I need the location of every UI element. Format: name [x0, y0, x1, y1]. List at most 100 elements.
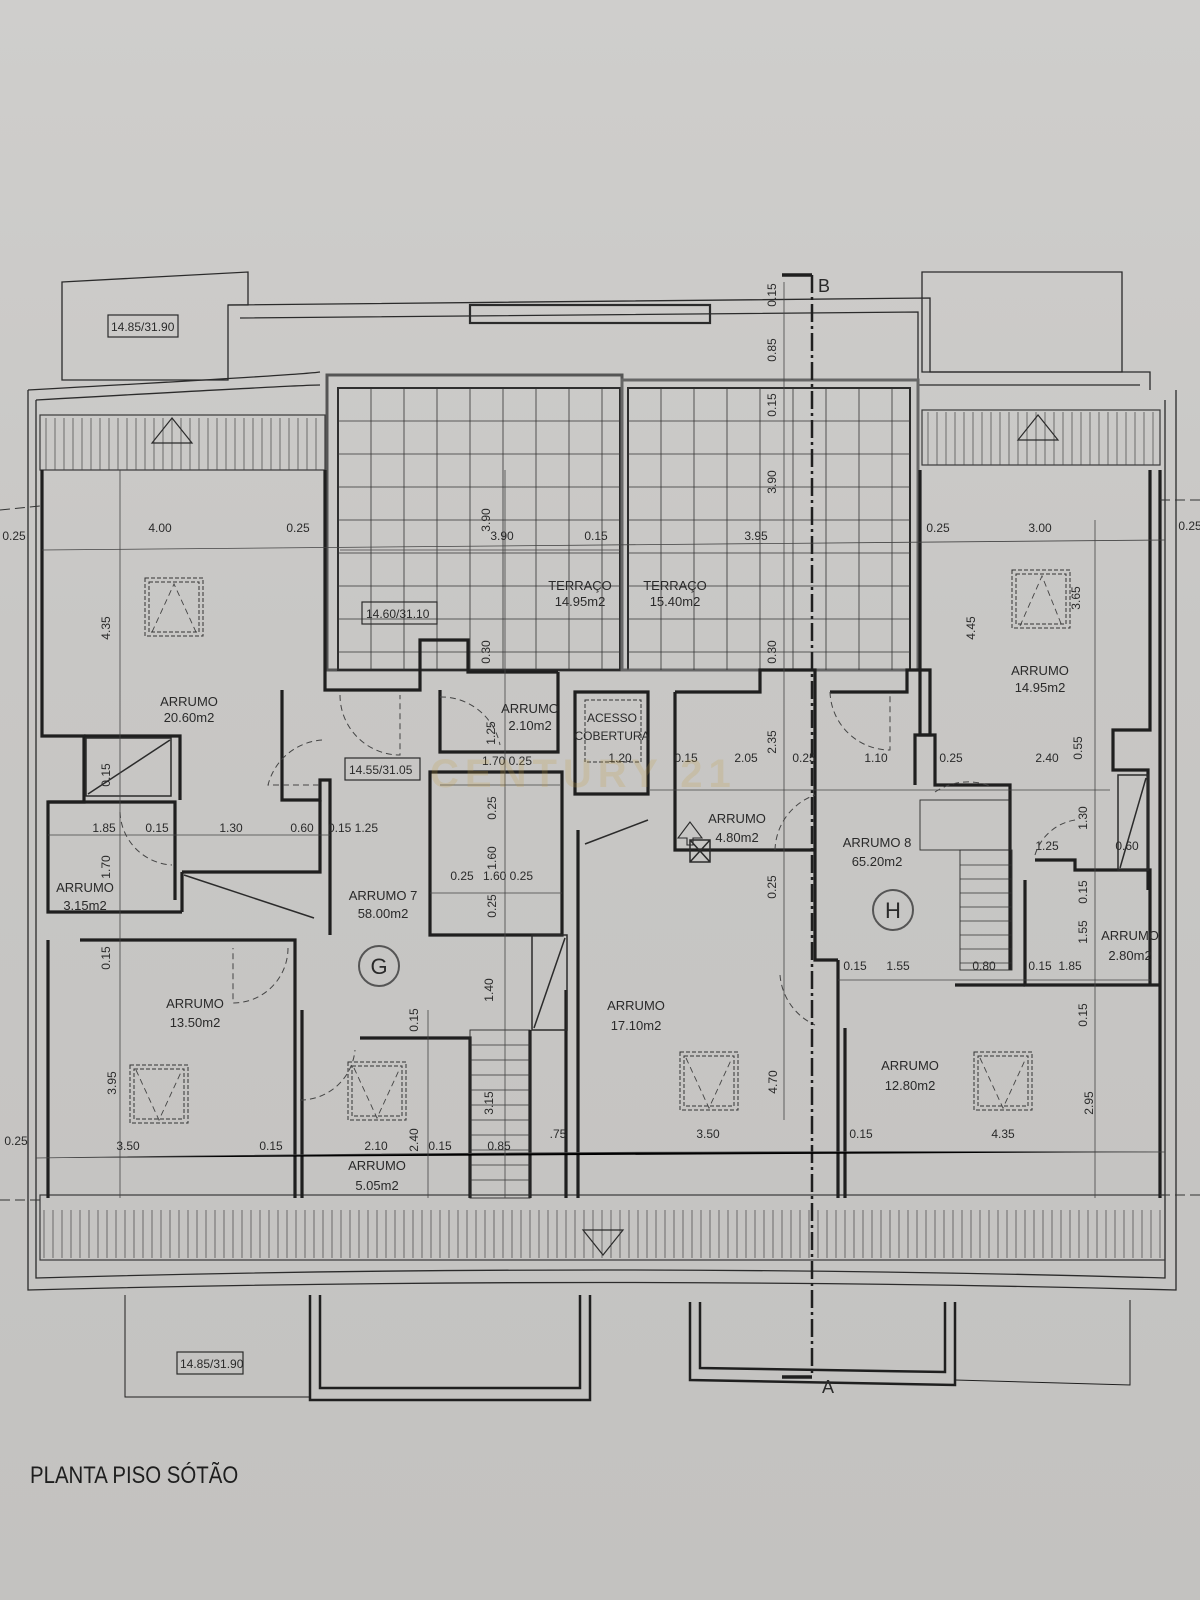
dimension-label: 0.15 — [765, 283, 779, 307]
room-name: ARRUMO — [56, 880, 114, 895]
dimension-label: 1.40 — [482, 978, 496, 1002]
dimension-label: 1.10 — [864, 751, 888, 765]
dimension-label: .75 — [550, 1127, 567, 1141]
dimension-label: 0.15 — [765, 393, 779, 417]
room-name: ARRUMO — [501, 701, 559, 716]
room-area: COBERTURA — [574, 729, 649, 743]
plan-title: PLANTA PISO SÓTÃO — [30, 1462, 239, 1489]
room-name: ARRUMO — [348, 1158, 406, 1173]
up-arrow-icon — [676, 821, 704, 846]
dimension-label: 0.60 — [290, 821, 314, 835]
unit-marker-g: G — [370, 954, 387, 979]
dimension-label: 1.60 0.25 — [483, 869, 533, 883]
dimension-label: 0.25 — [2, 529, 26, 543]
unit-marker-h: H — [885, 898, 901, 923]
level-tag-top-left: 14.85/31.90 — [111, 320, 175, 334]
level-tag-bottom: 14.85/31.90 — [180, 1357, 244, 1371]
room-area: 3.15m2 — [63, 898, 106, 913]
dimension-label: 0.15 — [843, 959, 867, 973]
dimension-label: 0.25 — [1178, 519, 1200, 533]
room-area: 13.50m2 — [170, 1015, 221, 1030]
dimension-label: 0.15 — [99, 946, 113, 970]
dimension-label: 0.15 — [1028, 959, 1052, 973]
room-name: ARRUMO — [607, 998, 665, 1013]
dimension-label: 0.15 — [99, 763, 113, 787]
dimension-label: 0.25 — [4, 1134, 28, 1148]
dimension-label: 2.10 — [364, 1139, 388, 1153]
dimension-label: 4.45 — [964, 616, 978, 640]
dimension-label: 0.15 — [428, 1139, 452, 1153]
dimension-label: 1.70 0.25 — [482, 754, 532, 768]
dimension-label: 4.35 — [991, 1127, 1015, 1141]
room-name: ARRUMO — [1011, 663, 1069, 678]
room-area: 2.10m2 — [508, 718, 551, 733]
dimension-label: 1.20 — [608, 751, 632, 765]
dimension-label: 2.35 — [765, 730, 779, 754]
dimension-label: 0.25 — [939, 751, 963, 765]
dimension-label: 0.15 — [674, 751, 698, 765]
dimension-label: 0.25 — [485, 796, 499, 820]
dimension-label: 4.35 — [99, 616, 113, 640]
dimension-label: 1.60 — [485, 846, 499, 870]
dimension-label: 4.00 — [148, 521, 172, 535]
room-area: 17.10m2 — [611, 1018, 662, 1033]
dimension-label: 3.00 — [1028, 521, 1052, 535]
dimension-label: 2.40 — [407, 1128, 421, 1152]
room-area: 12.80m2 — [885, 1078, 936, 1093]
dimension-label: 0.15 — [145, 821, 169, 835]
dimension-label: 1.55 — [886, 959, 910, 973]
room-area: 5.05m2 — [355, 1178, 398, 1193]
room-name: ARRUMO — [1101, 928, 1159, 943]
dimension-label: 3.65 — [1069, 586, 1083, 610]
slope-up-arrow-left — [150, 417, 194, 444]
dimension-label: 0.15 — [1076, 880, 1090, 904]
room-name: ARRUMO — [166, 996, 224, 1011]
section-marker-b: B — [818, 276, 830, 296]
dimension-label: 3.15 — [482, 1091, 496, 1115]
dimension-label: 2.40 — [1035, 751, 1059, 765]
watermark: CENTURY 21 — [430, 752, 737, 796]
room-name: ARRUMO — [708, 811, 766, 826]
dimension-label: 1.85 — [1058, 959, 1082, 973]
room-area: 4.80m2 — [715, 830, 758, 845]
room-area: 2.80m2 — [1108, 948, 1151, 963]
room-name: ARRUMO — [160, 694, 218, 709]
room-name: ARRUMO 7 — [349, 888, 418, 903]
dimension-label: 3.90 — [765, 470, 779, 494]
dimension-label: 3.50 — [116, 1139, 140, 1153]
room-name: ACESSO — [587, 711, 637, 725]
dimension-label: 0.25 — [792, 751, 816, 765]
dimension-label: 3.95 — [744, 529, 768, 543]
dimension-label: 0.15 — [584, 529, 608, 543]
dimension-label: 0.85 — [765, 338, 779, 362]
level-tag-hall: 14.55/31.05 — [349, 763, 413, 777]
level-tag-terrace: 14.60/31.10 — [366, 607, 430, 621]
dimension-label: 0.25 — [485, 894, 499, 918]
dimension-label: 0.80 — [972, 959, 996, 973]
room-area: 20.60m2 — [164, 710, 215, 725]
dimension-label: 3.90 — [479, 508, 493, 532]
dimension-label: 0.55 — [1071, 736, 1085, 760]
dimension-label: 0.15 1.25 — [328, 821, 378, 835]
room-area: 65.20m2 — [852, 854, 903, 869]
room-name: ARRUMO — [881, 1058, 939, 1073]
dimension-label: 0.25 — [450, 869, 474, 883]
dimension-label: 1.85 — [92, 821, 116, 835]
dimension-label: 0.15 — [407, 1008, 421, 1032]
dimension-label: 0.15 — [1076, 1003, 1090, 1027]
room-area: 14.95m2 — [1015, 680, 1066, 695]
dimension-label: 1.30 — [1076, 806, 1090, 830]
dimension-label: 3.95 — [105, 1071, 119, 1095]
dimension-label: 0.15 — [849, 1127, 873, 1141]
dimension-label: 3.90 — [490, 529, 514, 543]
dimension-label: 0.30 — [479, 640, 493, 664]
dimension-label: 0.85 — [487, 1139, 511, 1153]
dimension-label: 3.50 — [696, 1127, 720, 1141]
dimension-label: 1.25 — [484, 721, 498, 745]
room-area: 14.95m2 — [555, 594, 606, 609]
dimension-label: 2.95 — [1082, 1091, 1096, 1115]
dimension-label: 1.25 — [1035, 839, 1059, 853]
slope-down-arrow — [581, 1229, 625, 1256]
top-right-balcony — [921, 271, 1123, 373]
